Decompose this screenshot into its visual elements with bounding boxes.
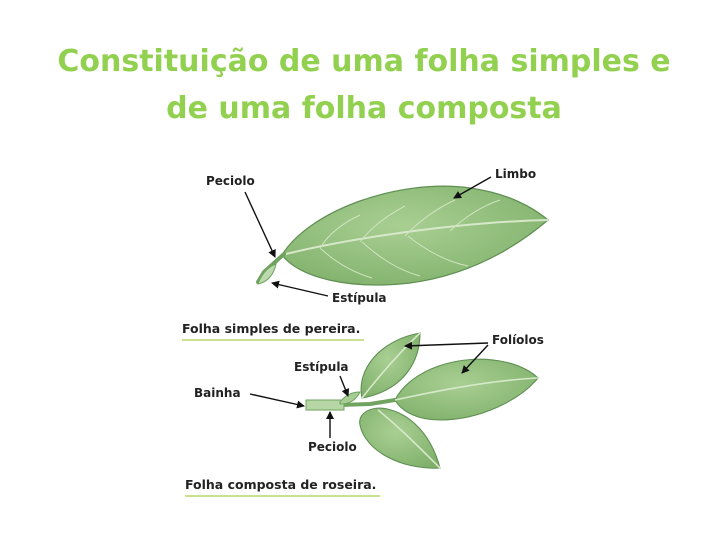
arrow-bainha [250,394,304,406]
arrow-peciolo-simple [245,192,275,257]
simple-leaf-blade [282,186,548,285]
label-estipula-compound: Estípula [294,360,349,374]
label-bainha: Bainha [194,386,241,400]
label-estipula-simple: Estípula [332,291,387,305]
compound-leaf-sheath [306,400,344,410]
arrow-estipula-simple [272,283,328,296]
label-peciolo-simple: Peciolo [206,174,255,188]
arrow-estipula-compound [340,376,348,396]
label-foliolos: Folíolos [492,333,544,347]
compound-leaf-stipule [340,392,360,404]
label-limbo: Limbo [495,167,536,181]
label-peciolo-compound: Peciolo [308,440,357,454]
caption-simple-leaf: Folha simples de pereira. [182,321,360,336]
caption-compound-leaf: Folha composta de roseira. [185,477,376,492]
simple-leaf [258,186,548,285]
